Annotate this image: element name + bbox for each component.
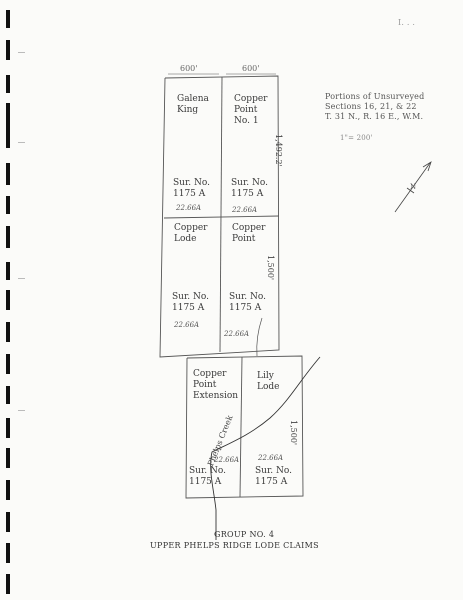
- claim-boundary: [163, 215, 280, 219]
- claim-name-copper-point-no1: Copper Point No. 1: [234, 94, 268, 126]
- scale-note: 1"= 200': [340, 134, 373, 142]
- binder-hole-mark: [6, 103, 10, 148]
- margin-mark: [18, 278, 25, 279]
- binder-hole-mark: [6, 354, 10, 374]
- binder-hole-mark: [6, 418, 10, 438]
- claim-acres-copper-point-extension: 22.66A: [214, 456, 240, 464]
- upper-block-outline: [159, 75, 280, 358]
- caption-line-2: UPPER PHELPS RIDGE LODE CLAIMS: [150, 541, 319, 550]
- tributary-line: [256, 317, 263, 357]
- claim-name-galena-king: Galena King: [177, 94, 209, 115]
- top-dimension-right: 600': [242, 64, 260, 73]
- claim-survey-galena-king: Sur. No. 1175 A: [173, 178, 210, 199]
- top-dimension-left: 600': [180, 64, 198, 73]
- binder-hole-mark: [6, 262, 10, 280]
- binder-hole-mark: [6, 512, 10, 532]
- claim-name-copper-lode: Copper Lode: [174, 223, 208, 244]
- phelps-creek-line: [210, 356, 321, 540]
- side-dimension-middle: 1,500': [266, 255, 275, 281]
- claim-boundary: [219, 76, 223, 353]
- claim-name-lily-lode: Lily Lode: [257, 371, 280, 392]
- claim-name-copper-point: Copper Point: [232, 223, 266, 244]
- side-dimension-lower: 1,500': [289, 420, 298, 446]
- claim-boundary: [239, 356, 243, 498]
- binder-hole-mark: [6, 226, 10, 248]
- claim-survey-lily-lode: Sur. No. 1175 A: [255, 466, 292, 487]
- claim-acres-galena-king: 22.66A: [176, 204, 202, 212]
- margin-mark: [18, 52, 25, 53]
- location-note: Portions of Unsurveyed Sections 16, 21, …: [325, 92, 425, 121]
- claim-acres-lily-lode: 22.66A: [258, 454, 284, 462]
- margin-mark: [18, 410, 25, 411]
- claim-acres-copper-point-no1: 22.66A: [232, 206, 258, 214]
- binder-hole-mark: [6, 10, 10, 28]
- claim-survey-copper-point-extension: Sur. No. 1175 A: [189, 466, 226, 487]
- binder-hole-mark: [6, 574, 10, 594]
- lower-block-outline: [185, 355, 304, 499]
- side-dimension-upper: 1,492.2': [274, 134, 283, 167]
- claim-survey-copper-lode: Sur. No. 1175 A: [172, 292, 209, 313]
- claim-name-copper-point-extension: Copper Point Extension: [193, 369, 239, 401]
- binder-hole-mark: [6, 386, 10, 404]
- binder-hole-mark: [6, 480, 10, 500]
- claim-survey-copper-point: Sur. No. 1175 A: [229, 292, 266, 313]
- binder-hole-mark: [6, 543, 10, 563]
- binder-hole-mark: [6, 75, 10, 93]
- north-label: N: [410, 183, 417, 191]
- binder-hole-mark: [6, 290, 10, 310]
- binder-hole-mark: [6, 163, 10, 185]
- claim-acres-copper-lode: 22.66A: [174, 321, 200, 329]
- claim-acres-copper-point: 22.66A: [224, 330, 250, 338]
- caption-line-1: GROUP NO. 4: [214, 530, 275, 539]
- claim-survey-copper-point-no1: Sur. No. 1175 A: [231, 178, 268, 199]
- binder-hole-mark: [6, 322, 10, 342]
- binder-hole-mark: [6, 40, 10, 60]
- corner-mark: I. . .: [398, 18, 416, 27]
- margin-mark: [18, 142, 25, 143]
- binder-hole-mark: [6, 196, 10, 214]
- north-arrow: [394, 161, 432, 213]
- binder-hole-mark: [6, 448, 10, 468]
